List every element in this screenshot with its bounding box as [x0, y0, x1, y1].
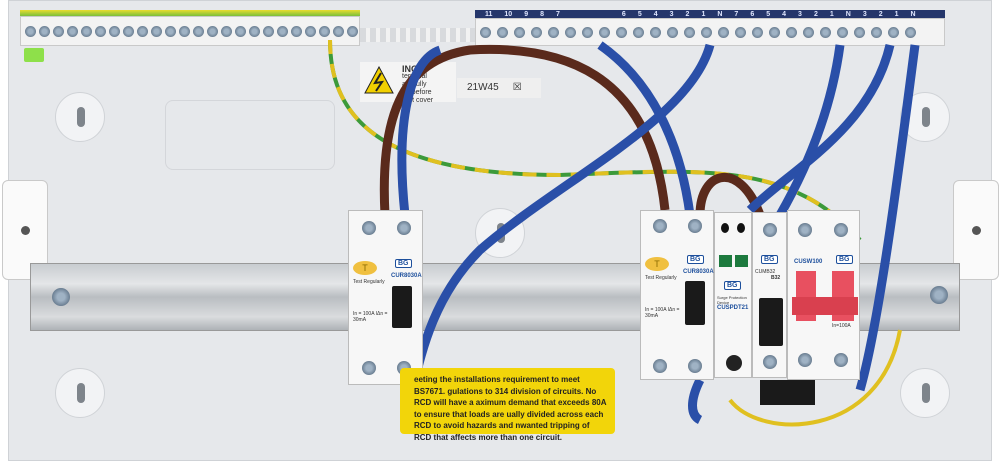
- electric-hazard-icon: [364, 66, 394, 94]
- rcd-toggle[interactable]: [392, 286, 412, 328]
- blue-cable: [688, 377, 705, 425]
- neutral-terminal-screws: [476, 19, 944, 45]
- rcd-notice-label: eeting the installations requirement to …: [400, 368, 615, 442]
- rail-screw: [52, 288, 70, 306]
- blue-cable: [776, 44, 845, 218]
- mcb: BG CUMB32 B32: [752, 212, 787, 378]
- rcd-right: T BG CUR8030A Test Regularly In = 100A I…: [640, 210, 714, 380]
- terminal-screw[interactable]: [397, 221, 411, 235]
- main-switch-bridge[interactable]: [792, 297, 858, 315]
- terminal-screw[interactable]: [653, 359, 667, 373]
- ratings-text: In = 100A IΔn = 30mA: [353, 311, 388, 323]
- mcb-rating: B32: [771, 275, 781, 281]
- terminal-screw[interactable]: [798, 223, 812, 237]
- terminal-screw[interactable]: [798, 353, 812, 367]
- blue-cable: [397, 45, 442, 216]
- brand-logo: BG: [687, 255, 704, 264]
- terminal-screw[interactable]: [362, 221, 376, 235]
- terminal-screw[interactable]: [362, 361, 376, 375]
- brown-cable: [695, 172, 765, 217]
- ratings-text: In = 100A IΔn = 30mA: [645, 307, 680, 319]
- main-switch: CUSW100 BG In=100A: [787, 210, 860, 380]
- model-number: CUSW100: [794, 259, 823, 265]
- terminal-screw[interactable]: [834, 353, 848, 367]
- test-instruction: Test Regularly: [645, 275, 677, 281]
- brand-logo: BG: [836, 255, 853, 264]
- earth-cable-stripe: [328, 39, 862, 242]
- brown-cable: [379, 44, 670, 216]
- rcd-left: T BG CUR8030A Test Regularly In = 100A I…: [348, 210, 423, 385]
- status-indicator: [735, 255, 748, 267]
- blue-cable: [405, 43, 715, 402]
- batch-code-label: 21W45☒: [457, 78, 541, 98]
- terminal-screw[interactable]: [763, 355, 777, 369]
- model-number: CUR8030A: [391, 273, 422, 279]
- terminal-screw[interactable]: [653, 219, 667, 233]
- main-switch-rating: In=100A: [832, 323, 851, 329]
- vent-slots: [360, 28, 475, 42]
- brand-logo: BG: [395, 259, 412, 268]
- status-indicator: [719, 255, 732, 267]
- cable-terminal-block: [760, 380, 815, 405]
- brand-logo: BG: [724, 281, 741, 290]
- weee-bin-icon: ☒: [512, 82, 522, 93]
- blue-cable: [855, 44, 920, 392]
- knockout-panel: [165, 100, 335, 170]
- test-instruction: Test Regularly: [353, 279, 385, 285]
- rcd-toggle[interactable]: [685, 281, 705, 325]
- terminal-screw[interactable]: [834, 223, 848, 237]
- keyhole-mount: [55, 368, 105, 418]
- fixing-tab-left: [2, 180, 48, 280]
- rail-screw: [930, 286, 948, 304]
- rcd-test-button[interactable]: T: [645, 257, 669, 271]
- mcb-toggle[interactable]: [759, 298, 783, 346]
- blue-cable: [746, 43, 895, 214]
- model-number: CUMB32: [755, 269, 776, 275]
- earth-terminal-screws: [21, 17, 359, 45]
- brand-logo: BG: [761, 255, 778, 264]
- spd-subtitle: Surge Protection Device: [717, 295, 747, 305]
- earth-bar: [20, 10, 360, 46]
- terminal-screw[interactable]: [726, 355, 742, 371]
- model-number: CUR8030A: [683, 269, 714, 275]
- earth-cable: [728, 329, 902, 427]
- terminal-screw[interactable]: [688, 219, 702, 233]
- keyhole-mount: [900, 368, 950, 418]
- fixing-tab-right: [953, 180, 999, 280]
- keyhole-mount: [55, 92, 105, 142]
- terminal-screw[interactable]: [688, 359, 702, 373]
- terminal-screw[interactable]: [763, 223, 777, 237]
- rcd-test-button[interactable]: T: [353, 261, 377, 275]
- surge-protection-device: BG Surge Protection Device CUSPDT21: [714, 212, 752, 378]
- model-number: CUSPDT21: [717, 305, 749, 311]
- earth-bar-clip: [24, 48, 44, 62]
